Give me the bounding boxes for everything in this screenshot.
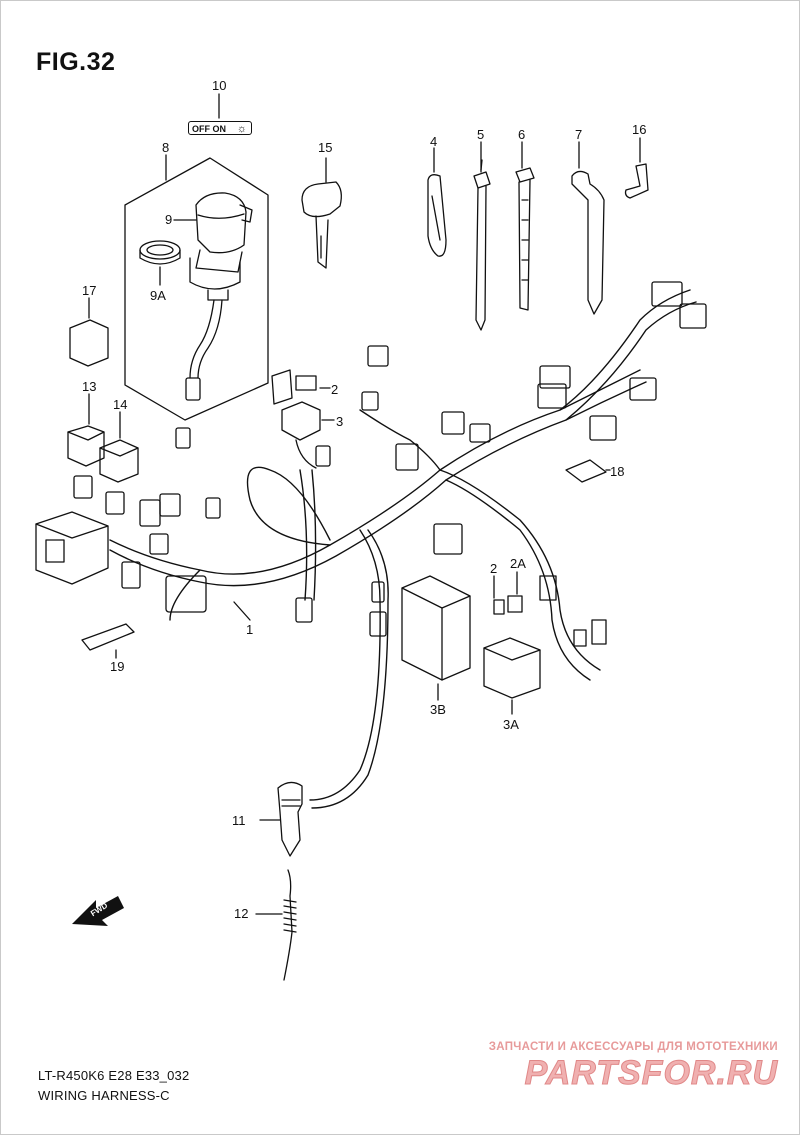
callout-8: 8	[162, 140, 170, 155]
section-name: WIRING HARNESS-C	[38, 1088, 170, 1103]
callout-13: 13	[82, 379, 97, 394]
callout-17: 17	[82, 283, 97, 298]
relay-assembly-3a	[483, 571, 607, 715]
starter-relay-group	[271, 369, 335, 469]
harness-strap-7	[571, 141, 605, 315]
ignition-key	[301, 157, 342, 269]
callout-3: 3	[336, 414, 344, 429]
label-19	[81, 623, 135, 659]
control-unit	[35, 511, 109, 585]
main-harness	[109, 289, 697, 809]
callout-19: 19	[110, 659, 125, 674]
callout-11: 11	[232, 813, 246, 828]
ring-nut	[139, 240, 181, 286]
callout-4: 4	[430, 134, 438, 149]
relay-14	[99, 411, 139, 483]
harness-clamp-4	[427, 147, 447, 257]
ignition-switch	[173, 192, 253, 401]
light-sun-icon: ☼	[236, 123, 247, 135]
callout-6: 6	[518, 127, 526, 142]
model-code: LT-R450K6 E28 E33_032	[38, 1068, 190, 1083]
callout-3a: 3A	[503, 717, 519, 732]
watermark-logo: PARTSFOR.RU	[524, 1054, 778, 1093]
callout-2: 2	[331, 382, 339, 397]
switch-plate-label: OFF ON ☼	[188, 121, 252, 135]
harness-connectors	[73, 281, 707, 637]
callout-9a: 9A	[150, 288, 166, 303]
callout-16: 16	[632, 122, 647, 137]
spring-12	[255, 869, 297, 981]
callout-3b: 3B	[430, 702, 446, 717]
callout-10: 10	[212, 78, 227, 93]
relay-13	[67, 393, 105, 467]
callout-14: 14	[113, 397, 128, 412]
callout-2a: 2A	[510, 556, 526, 571]
callout-1: 1	[246, 622, 254, 637]
callout-7: 7	[575, 127, 583, 142]
ignition-switch-box	[124, 154, 269, 421]
relay-cover-3b	[401, 575, 471, 701]
clamp-16	[624, 137, 649, 199]
cable-tie-6	[515, 141, 535, 311]
label-18	[565, 459, 611, 483]
callout-2-lower: 2	[490, 561, 498, 576]
sensor-11	[259, 781, 303, 857]
cable-tie-5	[473, 141, 491, 331]
callout-15: 15	[318, 140, 333, 155]
callout-18: 18	[610, 464, 625, 479]
forward-arrow-icon	[72, 896, 124, 926]
callout-9: 9	[165, 212, 173, 227]
figure-title: FIG.32	[36, 48, 116, 76]
callout-5: 5	[477, 127, 485, 142]
callout-12: 12	[234, 906, 249, 921]
relay-17	[69, 297, 109, 367]
leader-1	[233, 601, 251, 621]
switch-plate-text: OFF ON	[192, 124, 226, 134]
watermark-tagline: ЗАПЧАСТИ И АКСЕССУАРЫ ДЛЯ МОТОТЕХНИКИ	[488, 1041, 778, 1053]
